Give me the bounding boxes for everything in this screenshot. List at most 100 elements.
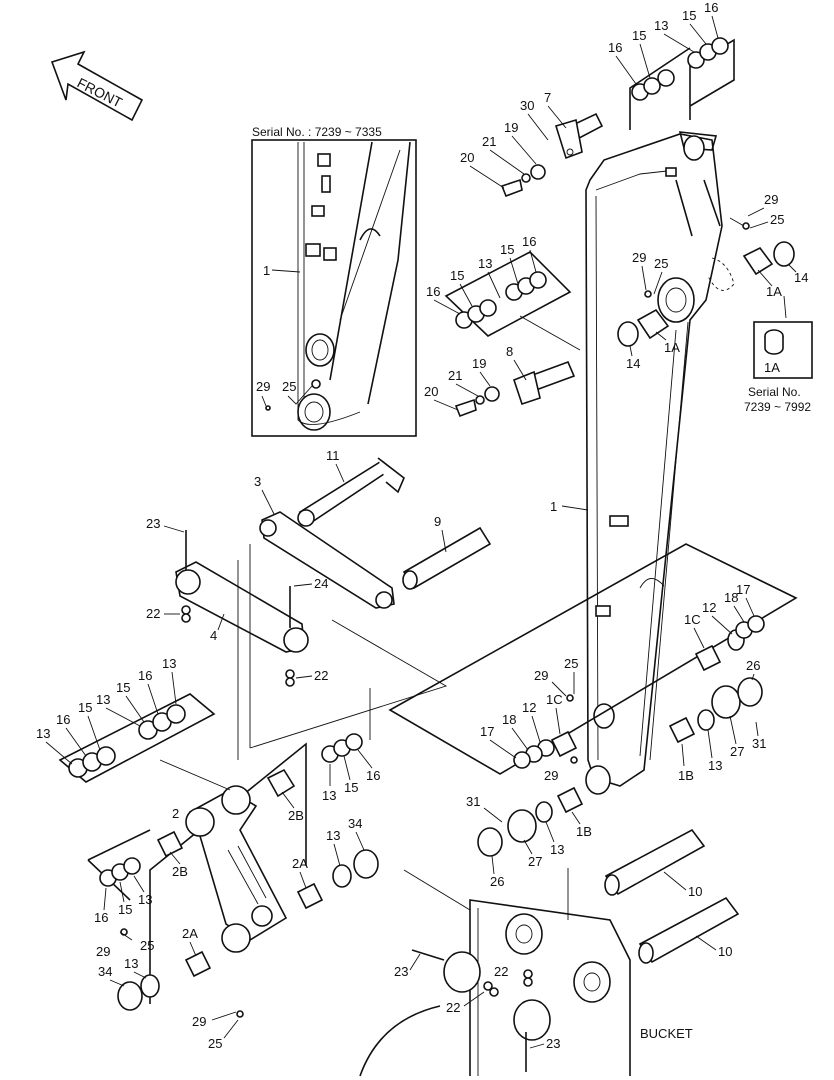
- bucket-label: BUCKET: [640, 1026, 693, 1041]
- callout-label: 20: [460, 150, 474, 165]
- callout-label: 13: [96, 692, 110, 707]
- callout-label: 15: [682, 8, 696, 23]
- callout-label: 25: [770, 212, 784, 227]
- callout-label: 1B: [576, 824, 592, 839]
- callout-label: 16: [704, 0, 718, 15]
- top-pin-hardware: 16 15 13 15 16 7 30 19 21 20 29 25 14 1A…: [460, 0, 808, 371]
- callout-label: 18: [502, 712, 516, 727]
- svg-text:1A: 1A: [764, 360, 780, 375]
- callout-label: 31: [466, 794, 480, 809]
- callout-label: 34: [98, 964, 112, 979]
- callout-label: 30: [520, 98, 534, 113]
- callout-label: 23: [146, 516, 160, 531]
- callout-label: 12: [522, 700, 536, 715]
- callout-label: 4: [210, 628, 217, 643]
- bracket-icon: [317, 153, 331, 167]
- callout-label: 25: [208, 1036, 222, 1051]
- callout-label: 19: [472, 356, 486, 371]
- callout-label: 1A: [664, 340, 680, 355]
- callout-label: 29: [256, 379, 270, 394]
- callout-label: 13: [322, 788, 336, 803]
- callout-label: 13: [326, 828, 340, 843]
- pin-11-icon: [298, 461, 392, 523]
- callout-label: 10: [688, 884, 702, 899]
- callout-label: 25: [654, 256, 668, 271]
- callout-label: 16: [366, 768, 380, 783]
- link-and-pins: 11 3 9 23 24 22 22 4: [146, 448, 492, 687]
- callout-label: 29: [96, 944, 110, 959]
- callout-label: 13: [478, 256, 492, 271]
- callout-label: 26: [490, 874, 504, 889]
- callout-label: 25: [564, 656, 578, 671]
- callout-label: 16: [94, 910, 108, 925]
- callout-label: 16: [608, 40, 622, 55]
- boom-cylinder-boss-icon: [657, 277, 695, 323]
- callout-label: 16: [522, 234, 536, 249]
- callout-label: 31: [752, 736, 766, 751]
- callout-label: 15: [450, 268, 464, 283]
- svg-text:Serial No.: Serial No.: [748, 385, 801, 399]
- connection-lines: [159, 544, 569, 920]
- inset-bushing-detail-right: 1A Serial No. 7239 ~ 7992: [744, 295, 813, 414]
- callout-label: 23: [394, 964, 408, 979]
- svg-text:7239 ~ 7992: 7239 ~ 7992: [744, 400, 811, 414]
- boom-main: 1: [550, 131, 735, 795]
- front-arrow: FRONT: [50, 50, 144, 122]
- callout-label: 2B: [172, 864, 188, 879]
- arm-cylinder-pin-hardware: 16 15 13 15 16 8 19 21 20: [424, 234, 581, 418]
- bucket-pins: 10 10: [604, 828, 740, 964]
- callout-label: 23: [546, 1036, 560, 1051]
- callout-label: 1: [263, 263, 270, 278]
- bushing-1a-icon: [742, 246, 774, 276]
- callout-label: 14: [794, 270, 808, 285]
- callout-label: 13: [138, 892, 152, 907]
- callout-label: 13: [550, 842, 564, 857]
- callout-label: 27: [730, 744, 744, 759]
- callout-label: 27: [528, 854, 542, 869]
- callout-label: 1C: [546, 692, 563, 707]
- callout-label: 13: [654, 18, 668, 33]
- callout-label: 21: [448, 368, 462, 383]
- callout-label: 13: [708, 758, 722, 773]
- callout-label: 25: [140, 938, 154, 953]
- callout-label: 2B: [288, 808, 304, 823]
- callout-label: 1: [550, 499, 557, 514]
- callout-label: 15: [344, 780, 358, 795]
- callout-label: 19: [504, 120, 518, 135]
- callout-label: 20: [424, 384, 438, 399]
- boom-pin-boss-icon: [305, 333, 335, 367]
- left-washer-groups: 13 16 15 13 15 16 13 13 15 16: [36, 656, 380, 803]
- callout-label: 1A: [766, 284, 782, 299]
- link-3-icon: [261, 511, 395, 609]
- callout-label: 29: [192, 1014, 206, 1029]
- callout-label: 29: [544, 768, 558, 783]
- callout-label: 17: [736, 582, 750, 597]
- callout-label: 1B: [678, 768, 694, 783]
- callout-label: 15: [118, 902, 132, 917]
- callout-label: 29: [534, 668, 548, 683]
- callout-label: 8: [506, 344, 513, 359]
- callout-label: 34: [348, 816, 362, 831]
- callout-label: 15: [632, 28, 646, 43]
- callout-label: 22: [494, 964, 508, 979]
- callout-label: 18: [724, 590, 738, 605]
- callout-label: 21: [482, 134, 496, 149]
- callout-label: 24: [314, 576, 328, 591]
- callout-label: 15: [116, 680, 130, 695]
- callout-label: 9: [434, 514, 441, 529]
- callout-label: 3: [254, 474, 261, 489]
- callout-label: 13: [124, 956, 138, 971]
- callout-label: 25: [282, 379, 296, 394]
- callout-label: 14: [626, 356, 640, 371]
- inset-boom-detail-left: Serial No. : 7239 ~ 7335 1 29 25: [251, 125, 417, 437]
- callout-label: 1C: [684, 612, 701, 627]
- callout-label: 22: [446, 1000, 460, 1015]
- link-2-group: 2 2B 2B 2A 2A 16 15 13 29 25 13 34 13 34…: [87, 742, 379, 1051]
- callout-label: 13: [162, 656, 176, 671]
- callout-label: 22: [146, 606, 160, 621]
- callout-label: 7: [544, 90, 551, 105]
- callout-label: 10: [718, 944, 732, 959]
- bucket: 23 22 22 23 BUCKET: [359, 899, 693, 1077]
- callout-label: 15: [78, 700, 92, 715]
